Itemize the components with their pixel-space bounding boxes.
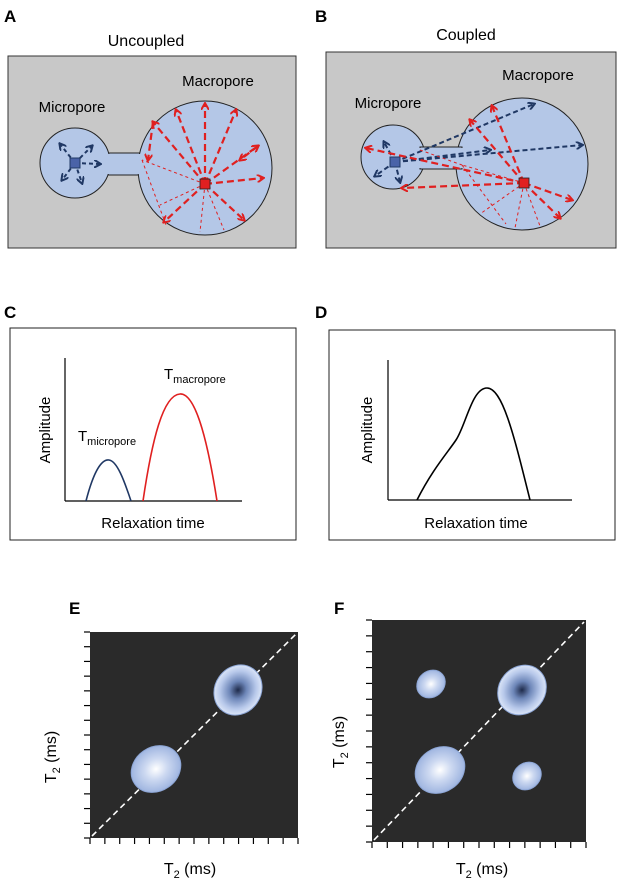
panel-a-macro-thin: [141, 159, 225, 233]
panel-a-macro-arrows: [148, 104, 263, 222]
panel-e-diagonal: [91, 633, 297, 837]
panel-f-letter: F: [334, 599, 344, 618]
panel-b: B Coupled Micropore Macropore: [315, 7, 617, 249]
panel-d-xlabel: Relaxation time: [424, 515, 527, 532]
panel-f-diagonal: [373, 621, 585, 841]
panel-f: F T2 (ms) T2 (ms): [331, 599, 587, 881]
panel-c-macropore-peak: [142, 393, 218, 502]
panel-e-macropore-spot: [213, 664, 263, 716]
panel-e-ylabel: T2 (ms): [43, 731, 63, 783]
panel-f-ylabel: T2 (ms): [331, 716, 351, 768]
panel-d-box: [328, 329, 616, 541]
panel-b-letter: B: [315, 7, 327, 26]
panel-a-micropore-label: Micropore: [39, 99, 106, 116]
panel-c-xlabel: Relaxation time: [101, 515, 204, 532]
panel-d-ylabel: Amplitude: [359, 397, 376, 464]
panel-a-micro-source: [69, 157, 81, 169]
panel-e-micropore-spot: [130, 745, 182, 793]
panel-f-xlabel: T2 (ms): [456, 861, 508, 881]
panel-b-macro-arrows: [366, 106, 572, 218]
panel-c-ylabel: Amplitude: [37, 397, 54, 464]
panel-e: E T2 (ms) T2 (ms): [43, 599, 299, 881]
panel-e-letter: E: [69, 599, 80, 618]
panel-f-macropore-spot: [497, 664, 547, 716]
panel-f-micropore-spot: [414, 746, 466, 794]
panel-c-box: [9, 327, 297, 541]
panel-d-letter: D: [315, 303, 327, 322]
panel-c-micropore-peak: [85, 459, 132, 502]
panel-b-macro-source: [518, 177, 530, 189]
panel-b-macropore-label: Macropore: [502, 67, 574, 84]
panel-f-ticks: [366, 619, 587, 848]
panel-a-macropore-label: Macropore: [182, 73, 254, 90]
panel-f-cross-peak-lower: [512, 761, 542, 791]
panel-b-micropore-label: Micropore: [355, 95, 422, 112]
panel-b-micro-arrows: [375, 104, 582, 182]
panel-a-macro-source: [199, 178, 211, 190]
panel-b-title: Coupled: [436, 27, 496, 44]
panel-a: A Uncoupled Micropore Macropore: [4, 7, 297, 249]
panel-c-letter: C: [4, 303, 16, 322]
panel-c: C Amplitude Relaxation time Tmicropore T…: [4, 303, 297, 541]
panel-a-letter: A: [4, 7, 16, 26]
panel-e-xlabel: T2 (ms): [164, 861, 216, 881]
panel-c-macropore-label: Tmacropore: [164, 366, 226, 386]
panel-c-micropore-label: Tmicropore: [78, 428, 136, 448]
panel-d: D Amplitude Relaxation time: [315, 303, 616, 541]
panel-d-merged-peak: [416, 387, 531, 501]
panel-f-cross-peak-upper: [416, 669, 446, 699]
panel-a-title: Uncoupled: [108, 33, 185, 50]
panel-e-ticks: [84, 631, 299, 844]
panel-b-micro-source: [389, 156, 401, 168]
panel-b-macro-thin: [419, 149, 541, 229]
